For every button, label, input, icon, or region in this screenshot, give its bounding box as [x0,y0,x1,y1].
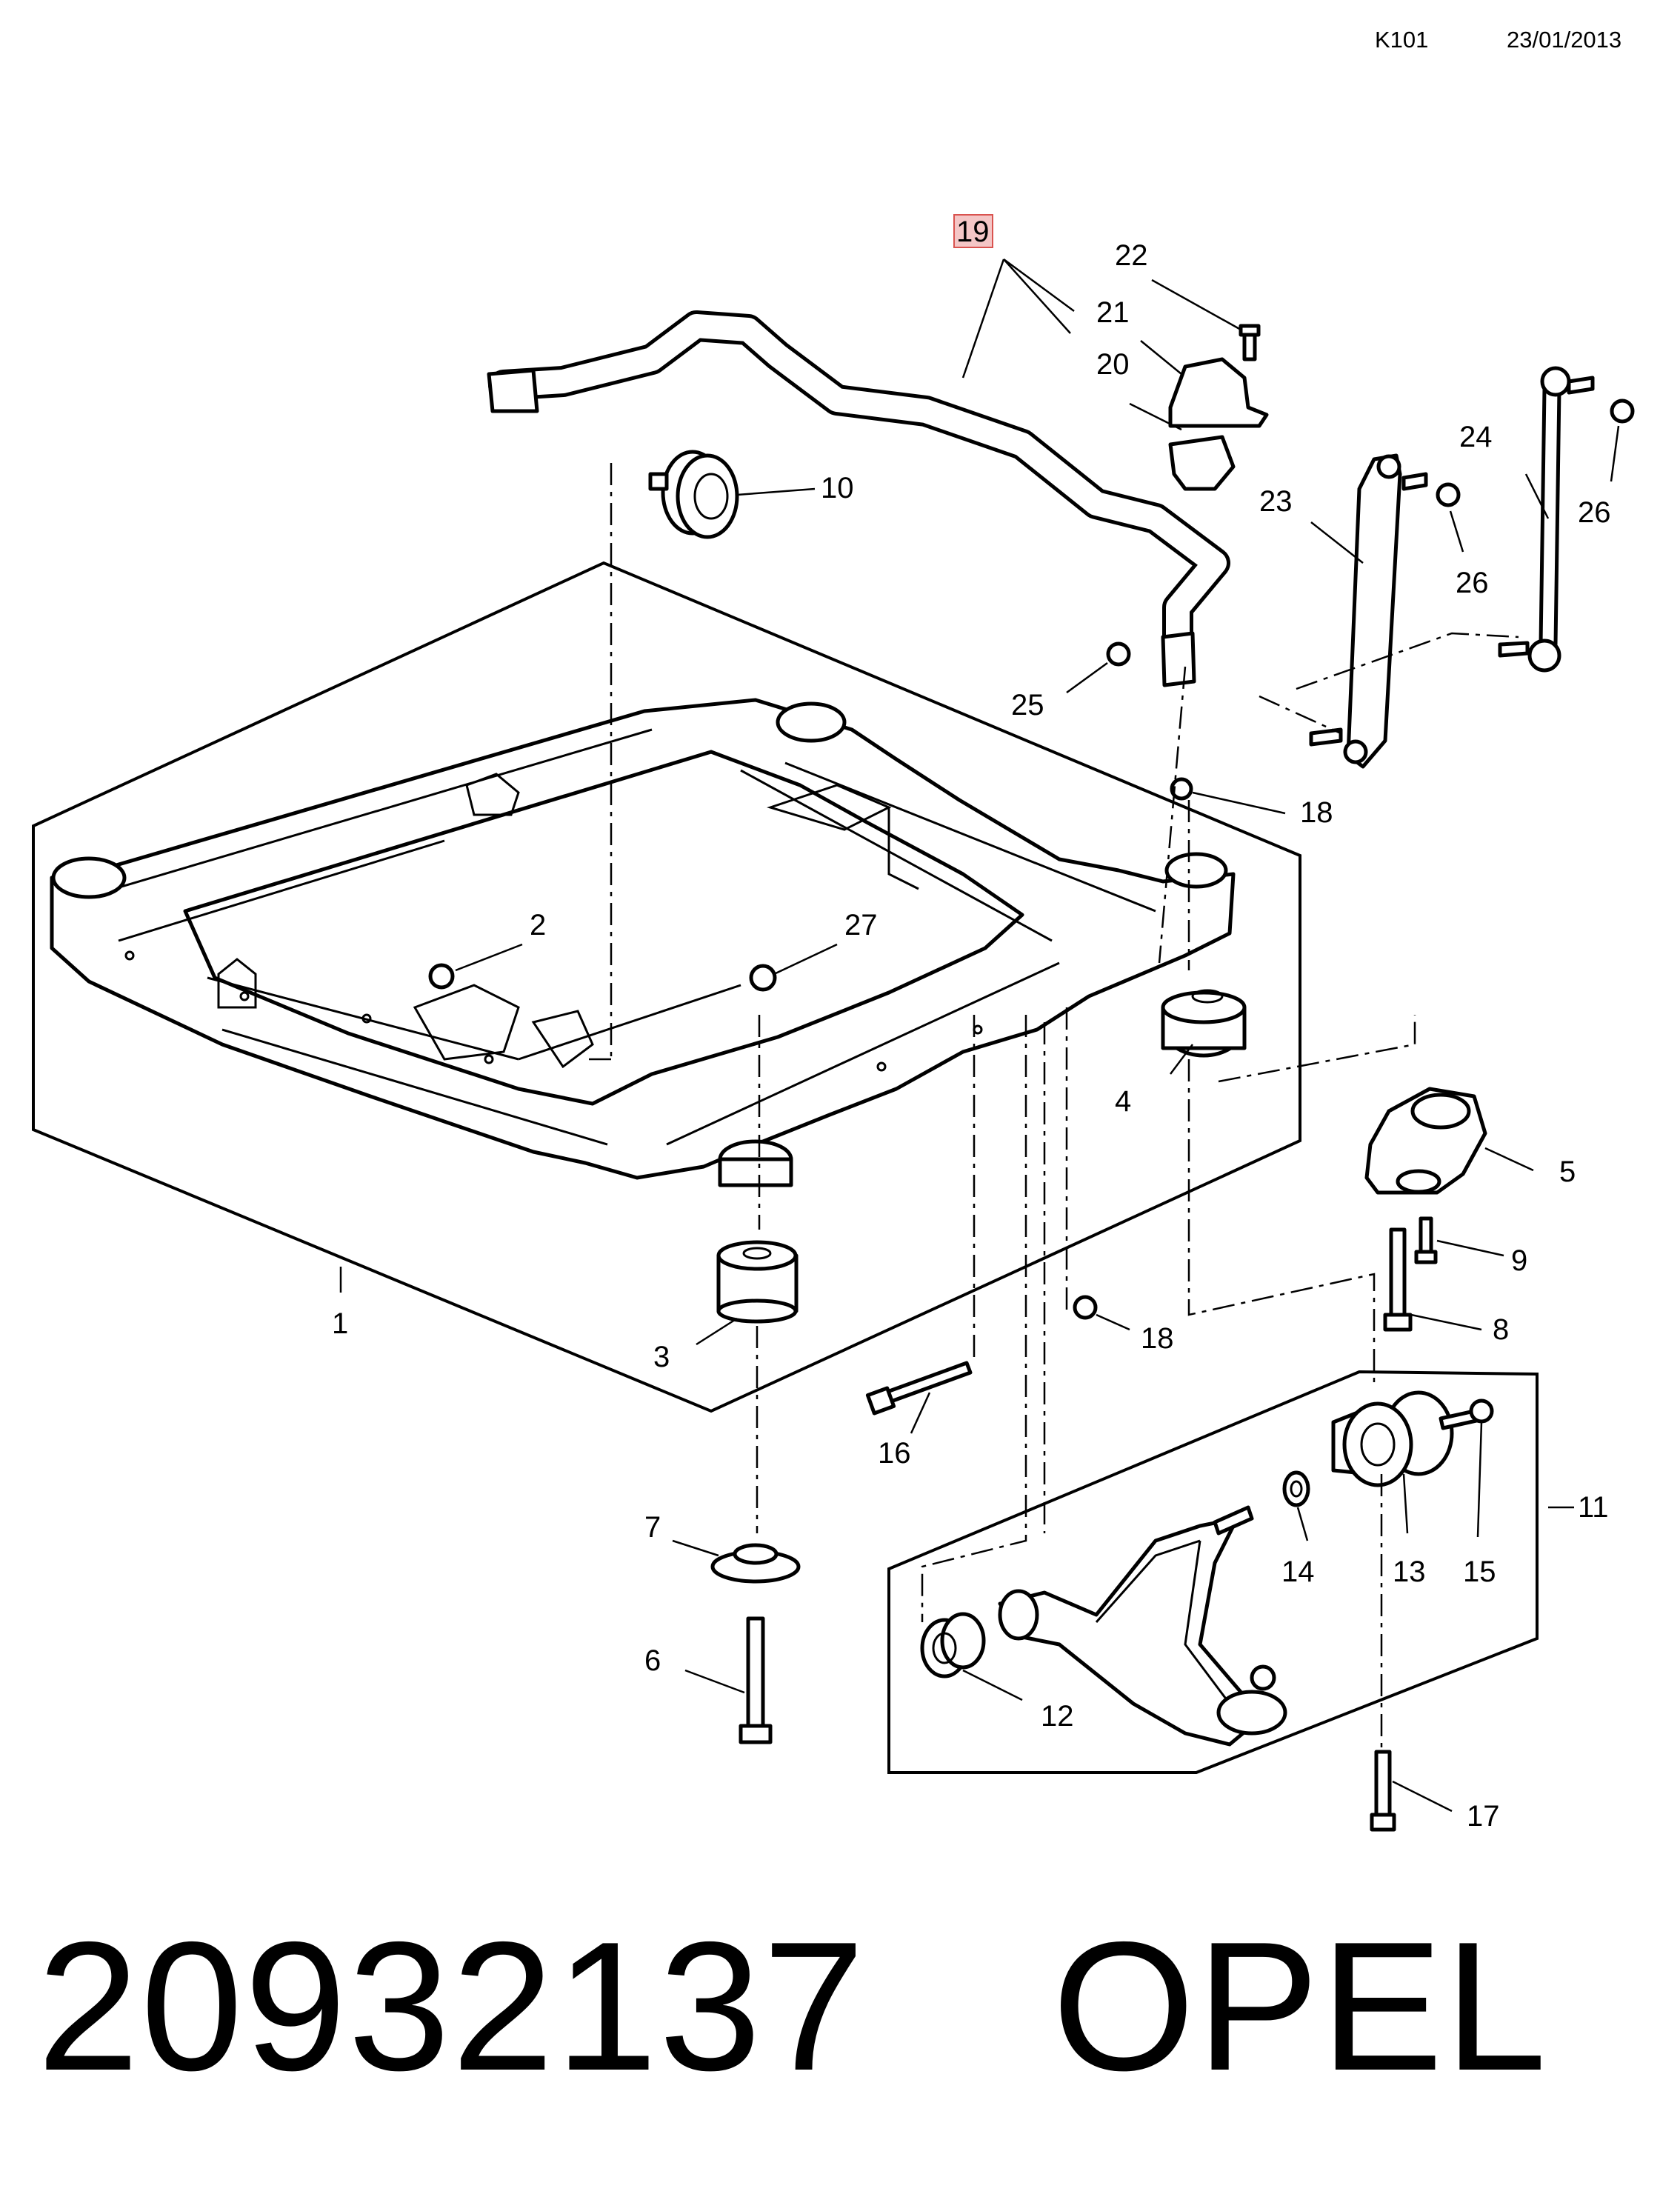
callout-20: 20 [1096,348,1130,381]
bolt-8 [1383,1227,1413,1332]
nuts [428,399,1635,1320]
stabilizer-link-23 [1309,453,1428,769]
footer: 20932137 OPEL [37,1900,1548,2112]
stabilizer-link-24 [1498,366,1595,673]
callout-26-right: 26 [1578,496,1611,529]
callout-23: 23 [1259,485,1293,518]
callout-12: 12 [1041,1700,1074,1733]
callout-26-left: 26 [1456,567,1489,599]
assembly-lines [589,463,1519,1748]
lower-control-arm [998,1505,1287,1747]
callout-5: 5 [1559,1156,1576,1188]
callout-13: 13 [1393,1556,1426,1588]
callout-6: 6 [644,1644,661,1677]
washer-7 [710,1543,801,1584]
callout-3: 3 [653,1341,670,1373]
callout-18-upper: 18 [1300,796,1333,829]
callout-19: 19 [956,216,990,248]
exploded-parts-diagram: 1 2 3 4 5 6 7 8 9 10 11 12 13 14 15 16 1… [32,214,1635,1833]
callout-22: 22 [1115,239,1148,272]
bolt-16 [865,1361,973,1416]
bolt-17 [1370,1750,1396,1832]
callout-14: 14 [1281,1556,1315,1588]
part-number: 20932137 [37,1903,867,2109]
bolt-6 [739,1616,773,1744]
callout-2: 2 [530,909,546,941]
callout-21: 21 [1096,296,1130,329]
diagram-code: K101 [1375,27,1429,53]
leader-lines [339,258,1620,1813]
bushing-3 [716,1240,799,1324]
bushing-12 [920,1612,986,1678]
stabilizer-bar [487,310,1230,687]
callout-27: 27 [844,909,878,941]
washer-14 [1282,1470,1310,1507]
callout-11: 11 [1578,1491,1609,1524]
bushing-13 [1331,1390,1454,1487]
callout-16: 16 [878,1437,911,1470]
callout-7: 7 [644,1511,661,1544]
callout-24: 24 [1459,421,1493,453]
callout-9: 9 [1511,1244,1527,1277]
stabilizer-clamp [1168,324,1269,491]
callout-10: 10 [821,472,854,504]
diagram-date: 23/01/2013 [1507,27,1622,53]
callout-17: 17 [1467,1800,1500,1833]
bushing-4 [1161,989,1247,1058]
callout-4: 4 [1115,1085,1131,1118]
callout-8: 8 [1493,1313,1509,1346]
bolt-15 [1439,1398,1494,1430]
callout-highlight [953,214,993,248]
brand-name: OPEL [1052,1903,1548,2109]
mount-5 [1364,1087,1487,1195]
callout-25: 25 [1011,689,1044,721]
callout-15: 15 [1463,1556,1496,1588]
callout-1: 1 [332,1307,348,1340]
subframe-enclosure [32,561,1301,1413]
bolt-9 [1414,1216,1438,1264]
callout-labels: 1 2 3 4 5 6 7 8 9 10 11 12 13 14 15 16 1… [332,216,1611,1833]
callout-18-lower: 18 [1141,1322,1174,1355]
bushing-10 [648,450,739,539]
front-subframe [50,698,1236,1187]
